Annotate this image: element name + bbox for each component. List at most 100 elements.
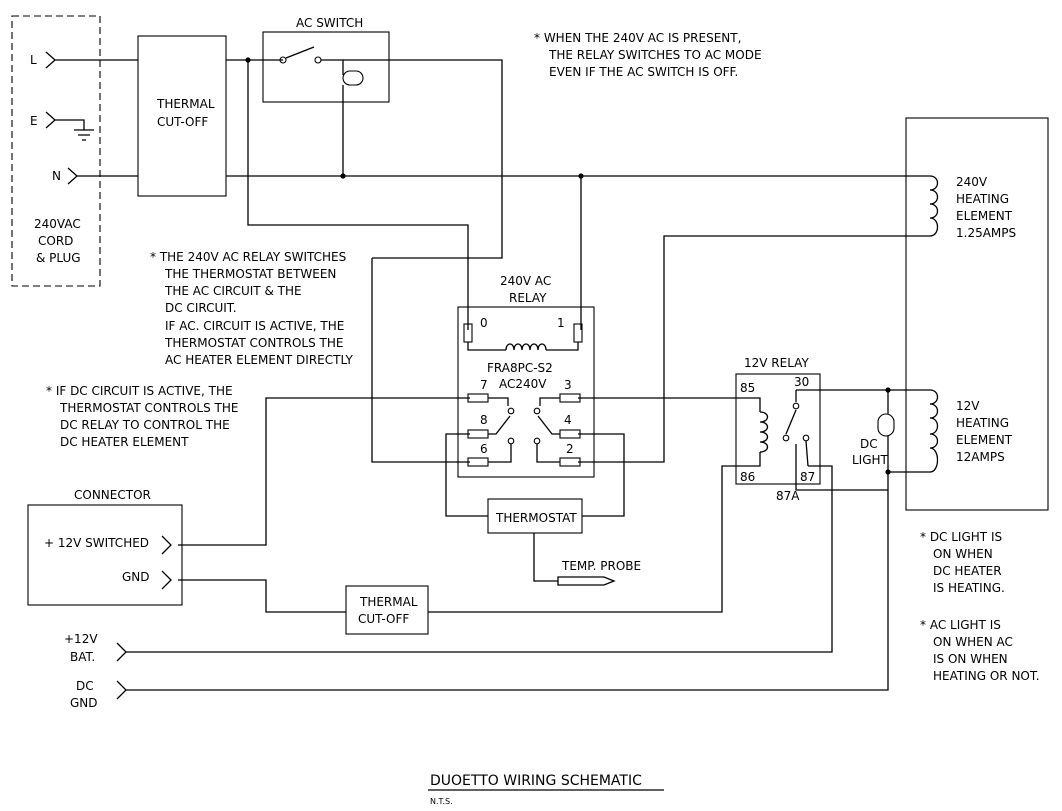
connector: CONNECTOR + 12V SWITCHED GND xyxy=(27,488,183,606)
battery-terminal: +12V BAT. xyxy=(64,632,127,664)
heater-240-coil-icon xyxy=(922,175,939,237)
ac-relay-pin-2: 2 xyxy=(566,442,574,456)
note-relay: * THE 240V AC RELAY SWITCHES THE THERMOS… xyxy=(150,250,354,367)
ac-relay-pin-1: 1 xyxy=(557,316,565,330)
plug-n-pin-icon xyxy=(67,167,78,185)
note-ac-light-line-1: * AC LIGHT IS xyxy=(920,618,1001,632)
note-ac-light-line-3: IS ON WHEN xyxy=(933,652,1008,666)
ac-relay-pin-4: 4 xyxy=(564,413,572,427)
dc-gnd-pin-icon xyxy=(116,680,127,700)
note-relay-line-5: IF AC. CIRCUIT IS ACTIVE, THE xyxy=(165,319,344,333)
plug-l-pin-icon xyxy=(45,51,56,69)
ac-relay-model-1: FRA8PC-S2 xyxy=(487,361,553,375)
note-ac-present-line-1: * WHEN THE 240V AC IS PRESENT, xyxy=(534,31,741,45)
ac-relay-model-2: AC240V xyxy=(499,377,547,391)
ac-relay-coil-icon xyxy=(505,343,547,351)
note-relay-line-2: THE THERMOSTAT BETWEEN xyxy=(164,267,336,281)
bat-pin-icon xyxy=(116,642,127,662)
heater-12-label-2: HEATING xyxy=(956,416,1009,430)
note-dc-line-2: THERMOSTAT CONTROLS THE xyxy=(59,401,238,415)
connector-switched-label: + 12V SWITCHED xyxy=(44,536,149,550)
heater-12-label-1: 12V xyxy=(956,399,980,413)
ac-relay-pin-7: 7 xyxy=(480,378,488,392)
bat-label-2: BAT. xyxy=(70,650,95,664)
ac-switch: AC SWITCH xyxy=(262,16,390,103)
note-dc-line-1: * IF DC CIRCUIT IS ACTIVE, THE xyxy=(46,384,233,398)
note-relay-line-1: * THE 240V AC RELAY SWITCHES xyxy=(150,250,346,264)
plug-e-label: E xyxy=(30,114,38,128)
thermostat-label: THERMOSTAT xyxy=(495,511,577,525)
note-relay-line-3: THE AC CIRCUIT & THE xyxy=(164,284,302,298)
heater-12-label-4: 12AMPS xyxy=(956,450,1005,464)
relay-12v-pin-87a: 87A xyxy=(776,489,800,503)
wires xyxy=(55,59,922,691)
relay-12v-title: 12V RELAY xyxy=(744,356,809,370)
ac-relay-pin-0: 0 xyxy=(480,316,488,330)
bat-label-1: +12V xyxy=(64,632,98,646)
plug-label-3: & PLUG xyxy=(36,251,81,265)
ac-relay-title-1: 240V AC xyxy=(500,274,551,288)
thermostat: THERMOSTAT xyxy=(487,498,583,534)
heater-12-coil-icon xyxy=(922,389,939,473)
ac-light-icon xyxy=(342,70,364,86)
thermal-cutoff-top-label-1: THERMAL xyxy=(156,97,215,111)
note-dc-line-3: DC RELAY TO CONTROL THE xyxy=(60,418,230,432)
thermal-cutoff-bottom-label-1: THERMAL xyxy=(359,595,418,609)
dc-light-label-2: LIGHT xyxy=(852,453,889,467)
title-block: DUOETTO WIRING SCHEMATIC N.T.S. xyxy=(428,773,664,806)
heater-panel: 240V HEATING ELEMENT 1.25AMPS 12V HEATIN… xyxy=(905,117,1049,511)
connector-title: CONNECTOR xyxy=(74,488,151,502)
plug-block: L E N 240VAC CORD & PLUG xyxy=(11,15,101,287)
heater-240-label-3: ELEMENT xyxy=(956,209,1013,223)
ground-icon xyxy=(74,129,94,141)
note-relay-line-6: THERMOSTAT CONTROLS THE xyxy=(164,336,343,350)
page-title: DUOETTO WIRING SCHEMATIC xyxy=(430,773,642,789)
note-ac-light: * AC LIGHT IS ON WHEN AC IS ON WHEN HEAT… xyxy=(920,618,1040,683)
note-dc-light-line-4: IS HEATING. xyxy=(933,581,1005,595)
junction-dots xyxy=(245,57,891,475)
plug-label-2: CORD xyxy=(38,234,73,248)
connector-switched-pin-icon xyxy=(161,535,172,555)
heater-240-label-1: 240V xyxy=(956,175,988,189)
ac-relay-pin-8: 8 xyxy=(480,413,488,427)
page-subtitle: N.T.S. xyxy=(430,797,453,806)
ac-relay-pin-6: 6 xyxy=(480,442,488,456)
note-ac-light-line-2: ON WHEN AC xyxy=(933,635,1013,649)
thermal-cutoff-top: THERMAL CUT-OFF xyxy=(137,35,227,197)
thermal-cutoff-top-label-2: CUT-OFF xyxy=(157,115,208,129)
relay-12v-coil-icon xyxy=(759,411,769,453)
note-dc-light-line-3: DC HEATER xyxy=(933,564,1002,578)
dc-gnd-label-1: DC xyxy=(76,679,94,693)
dc-light-icon xyxy=(877,413,895,437)
ac-relay-title-2: RELAY xyxy=(509,291,547,305)
note-ac-present-line-2: THE RELAY SWITCHES TO AC MODE xyxy=(548,48,762,62)
dc-gnd-terminal: DC GND xyxy=(70,679,127,710)
note-dc-light: * DC LIGHT IS ON WHEN DC HEATER IS HEATI… xyxy=(920,530,1005,595)
heater-240-label-4: 1.25AMPS xyxy=(956,226,1016,240)
dc-light-label-1: DC xyxy=(860,437,878,451)
note-dc-line-4: DC HEATER ELEMENT xyxy=(60,435,189,449)
dc-light: DC LIGHT xyxy=(852,413,895,467)
connector-gnd-label: GND xyxy=(122,570,150,584)
dc-gnd-label-2: GND xyxy=(70,696,98,710)
note-dc-light-line-1: * DC LIGHT IS xyxy=(920,530,1002,544)
plug-label-1: 240VAC xyxy=(34,217,81,231)
plug-n-label: N xyxy=(52,169,61,183)
note-relay-line-7: AC HEATER ELEMENT DIRECTLY xyxy=(165,353,354,367)
relay-12v-pin-86: 86 xyxy=(740,470,755,484)
ac-relay: 240V AC RELAY 0 1 FRA8PC-S2 AC240V 7 3 8… xyxy=(457,274,595,478)
relay-12v-pin-85: 85 xyxy=(740,381,755,395)
note-dc: * IF DC CIRCUIT IS ACTIVE, THE THERMOSTA… xyxy=(46,384,238,449)
relay-12v-pin-87: 87 xyxy=(800,470,815,484)
note-ac-light-line-4: HEATING OR NOT. xyxy=(933,669,1040,683)
ac-relay-pin-3: 3 xyxy=(564,378,572,392)
note-dc-light-line-2: ON WHEN xyxy=(933,547,993,561)
plug-e-pin-icon xyxy=(45,111,85,130)
thermal-cutoff-bottom-label-2: CUT-OFF xyxy=(358,612,409,626)
temp-probe-icon xyxy=(557,576,616,586)
connector-gnd-pin-icon xyxy=(161,570,172,590)
ac-switch-label: AC SWITCH xyxy=(296,16,363,30)
temp-probe: TEMP. PROBE xyxy=(557,559,641,586)
relay-12v: 12V RELAY 85 30 86 87 87A xyxy=(735,356,821,503)
